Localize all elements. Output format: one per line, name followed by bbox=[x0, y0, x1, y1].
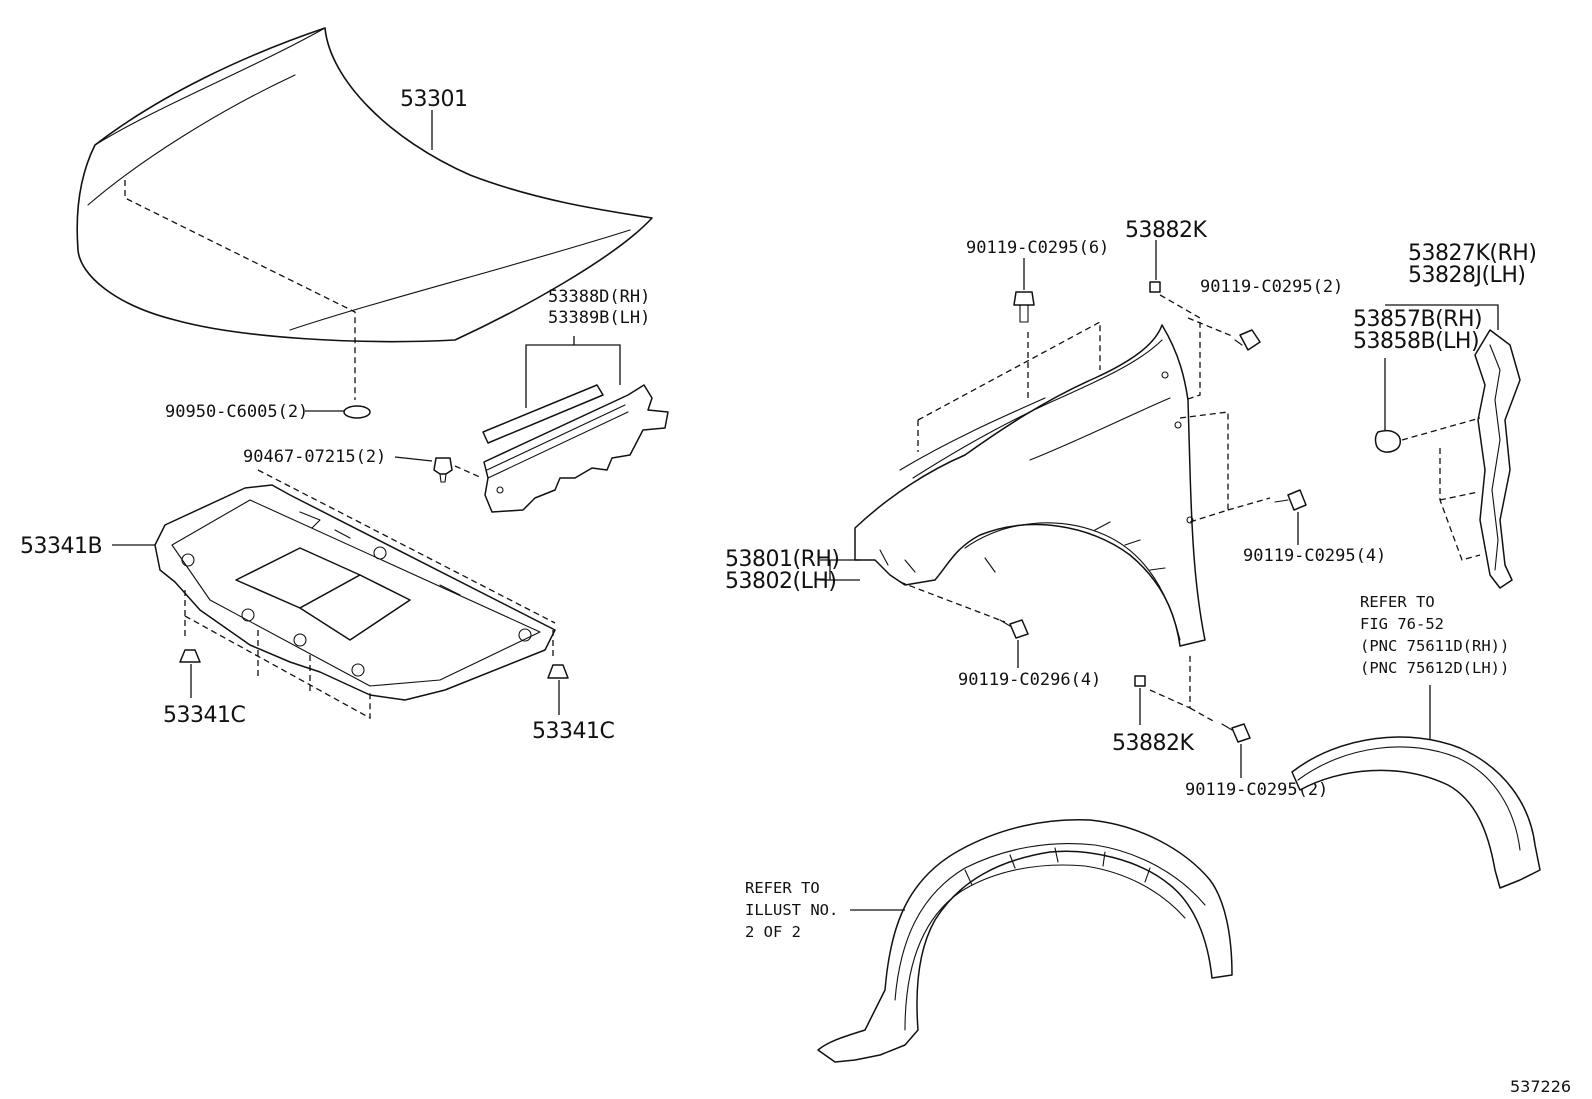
seal-rh-label: 53857B(RH) bbox=[1353, 307, 1482, 332]
hood-cushion-dash bbox=[124, 180, 356, 400]
fender-rh-label: 53801(RH) bbox=[725, 547, 839, 572]
bracket-bottom-label: 53882K bbox=[1112, 731, 1194, 756]
clip-screw-dash bbox=[454, 465, 483, 479]
clip-screw-label: 90467-07215(2) bbox=[243, 447, 386, 467]
fender-bolt-side-icon bbox=[1274, 489, 1307, 511]
seal-lh-label: 53858B(LH) bbox=[1353, 329, 1479, 354]
bracket-top-label: 53882K bbox=[1125, 218, 1207, 243]
flare-ref-line-1: REFER TO bbox=[1360, 593, 1435, 611]
fender-bracket bbox=[820, 559, 860, 581]
fender-liner-bracket bbox=[1474, 329, 1521, 589]
hood-cushion-icon bbox=[343, 405, 371, 419]
clip-screw-leader bbox=[394, 456, 433, 462]
fender-bracket-bottom-icon bbox=[1134, 675, 1146, 687]
fender-dash-lower bbox=[899, 581, 1006, 623]
hood-cushion-label: 90950-C6005(2) bbox=[165, 402, 308, 422]
fender-bolt-top-right-icon bbox=[1234, 329, 1261, 351]
insulator-dash-left bbox=[184, 590, 371, 720]
fender-bracket-top-icon bbox=[1149, 281, 1161, 293]
liner-ref-line-3: 2 OF 2 bbox=[745, 923, 801, 941]
wheel-arch-flare bbox=[1291, 736, 1541, 889]
front-fender bbox=[854, 324, 1206, 647]
bolt-bottom-label: 90119-C0295(2) bbox=[1185, 780, 1328, 800]
liner-rh-label: 53827K(RH) bbox=[1408, 241, 1536, 266]
hood-panel bbox=[76, 27, 653, 343]
fender-liner bbox=[817, 819, 1233, 1063]
weatherstrip-rh-label: 53388D(RH) bbox=[548, 287, 650, 307]
weatherstrip-lh-label: 53389B(LH) bbox=[548, 308, 650, 328]
clip-screw-icon bbox=[433, 457, 453, 483]
fender-dash-right bbox=[1159, 294, 1201, 401]
bolt-top-right-dash bbox=[1187, 317, 1233, 337]
figure-number: 537226 bbox=[1510, 1077, 1571, 1096]
fender-dash-side bbox=[1179, 411, 1271, 523]
flare-ref-line-2: FIG 76-52 bbox=[1360, 615, 1444, 633]
bolt-lower-label: 90119-C0296(4) bbox=[958, 670, 1101, 690]
hood-seal-strip bbox=[483, 384, 669, 513]
flare-ref-line-4: (PNC 75612D(LH)) bbox=[1360, 659, 1509, 677]
hood-part-label: 53301 bbox=[400, 87, 468, 112]
fender-seal-icon bbox=[1374, 430, 1401, 453]
clip-right-label: 53341C bbox=[532, 719, 614, 744]
hood-insulator bbox=[154, 484, 556, 701]
liner-ref-line-2: ILLUST NO. bbox=[745, 901, 838, 919]
liner-lh-label: 53828J(LH) bbox=[1408, 263, 1525, 288]
fender-dash-bottom bbox=[1149, 655, 1216, 723]
bolt-side-label: 90119-C0295(4) bbox=[1243, 546, 1386, 566]
fender-dash-top bbox=[917, 320, 1101, 452]
hood-weatherstrip bbox=[482, 384, 604, 444]
fender-bolt-top-icon bbox=[1013, 291, 1035, 323]
insulator-clip-right-icon bbox=[547, 664, 569, 679]
insulator-clip-left-icon bbox=[179, 649, 201, 663]
bolt-top-label: 90119-C0295(6) bbox=[966, 238, 1109, 258]
fender-bolt-lower-icon bbox=[999, 619, 1029, 639]
fender-lh-label: 53802(LH) bbox=[725, 569, 836, 594]
insulator-dash-top bbox=[257, 469, 556, 624]
insulator-label: 53341B bbox=[20, 534, 102, 559]
weatherstrip-bracket bbox=[525, 336, 621, 408]
liner-bracket-leader bbox=[1385, 304, 1499, 330]
flare-ref-line-3: (PNC 75611D(RH)) bbox=[1360, 637, 1509, 655]
bolt-top-right-label: 90119-C0295(2) bbox=[1200, 277, 1343, 297]
liner-dash bbox=[1401, 417, 1481, 561]
liner-ref-line-1: REFER TO bbox=[745, 879, 820, 897]
clip-left-label: 53341C bbox=[163, 703, 245, 728]
fender-bolt-bottom-icon bbox=[1221, 723, 1251, 743]
